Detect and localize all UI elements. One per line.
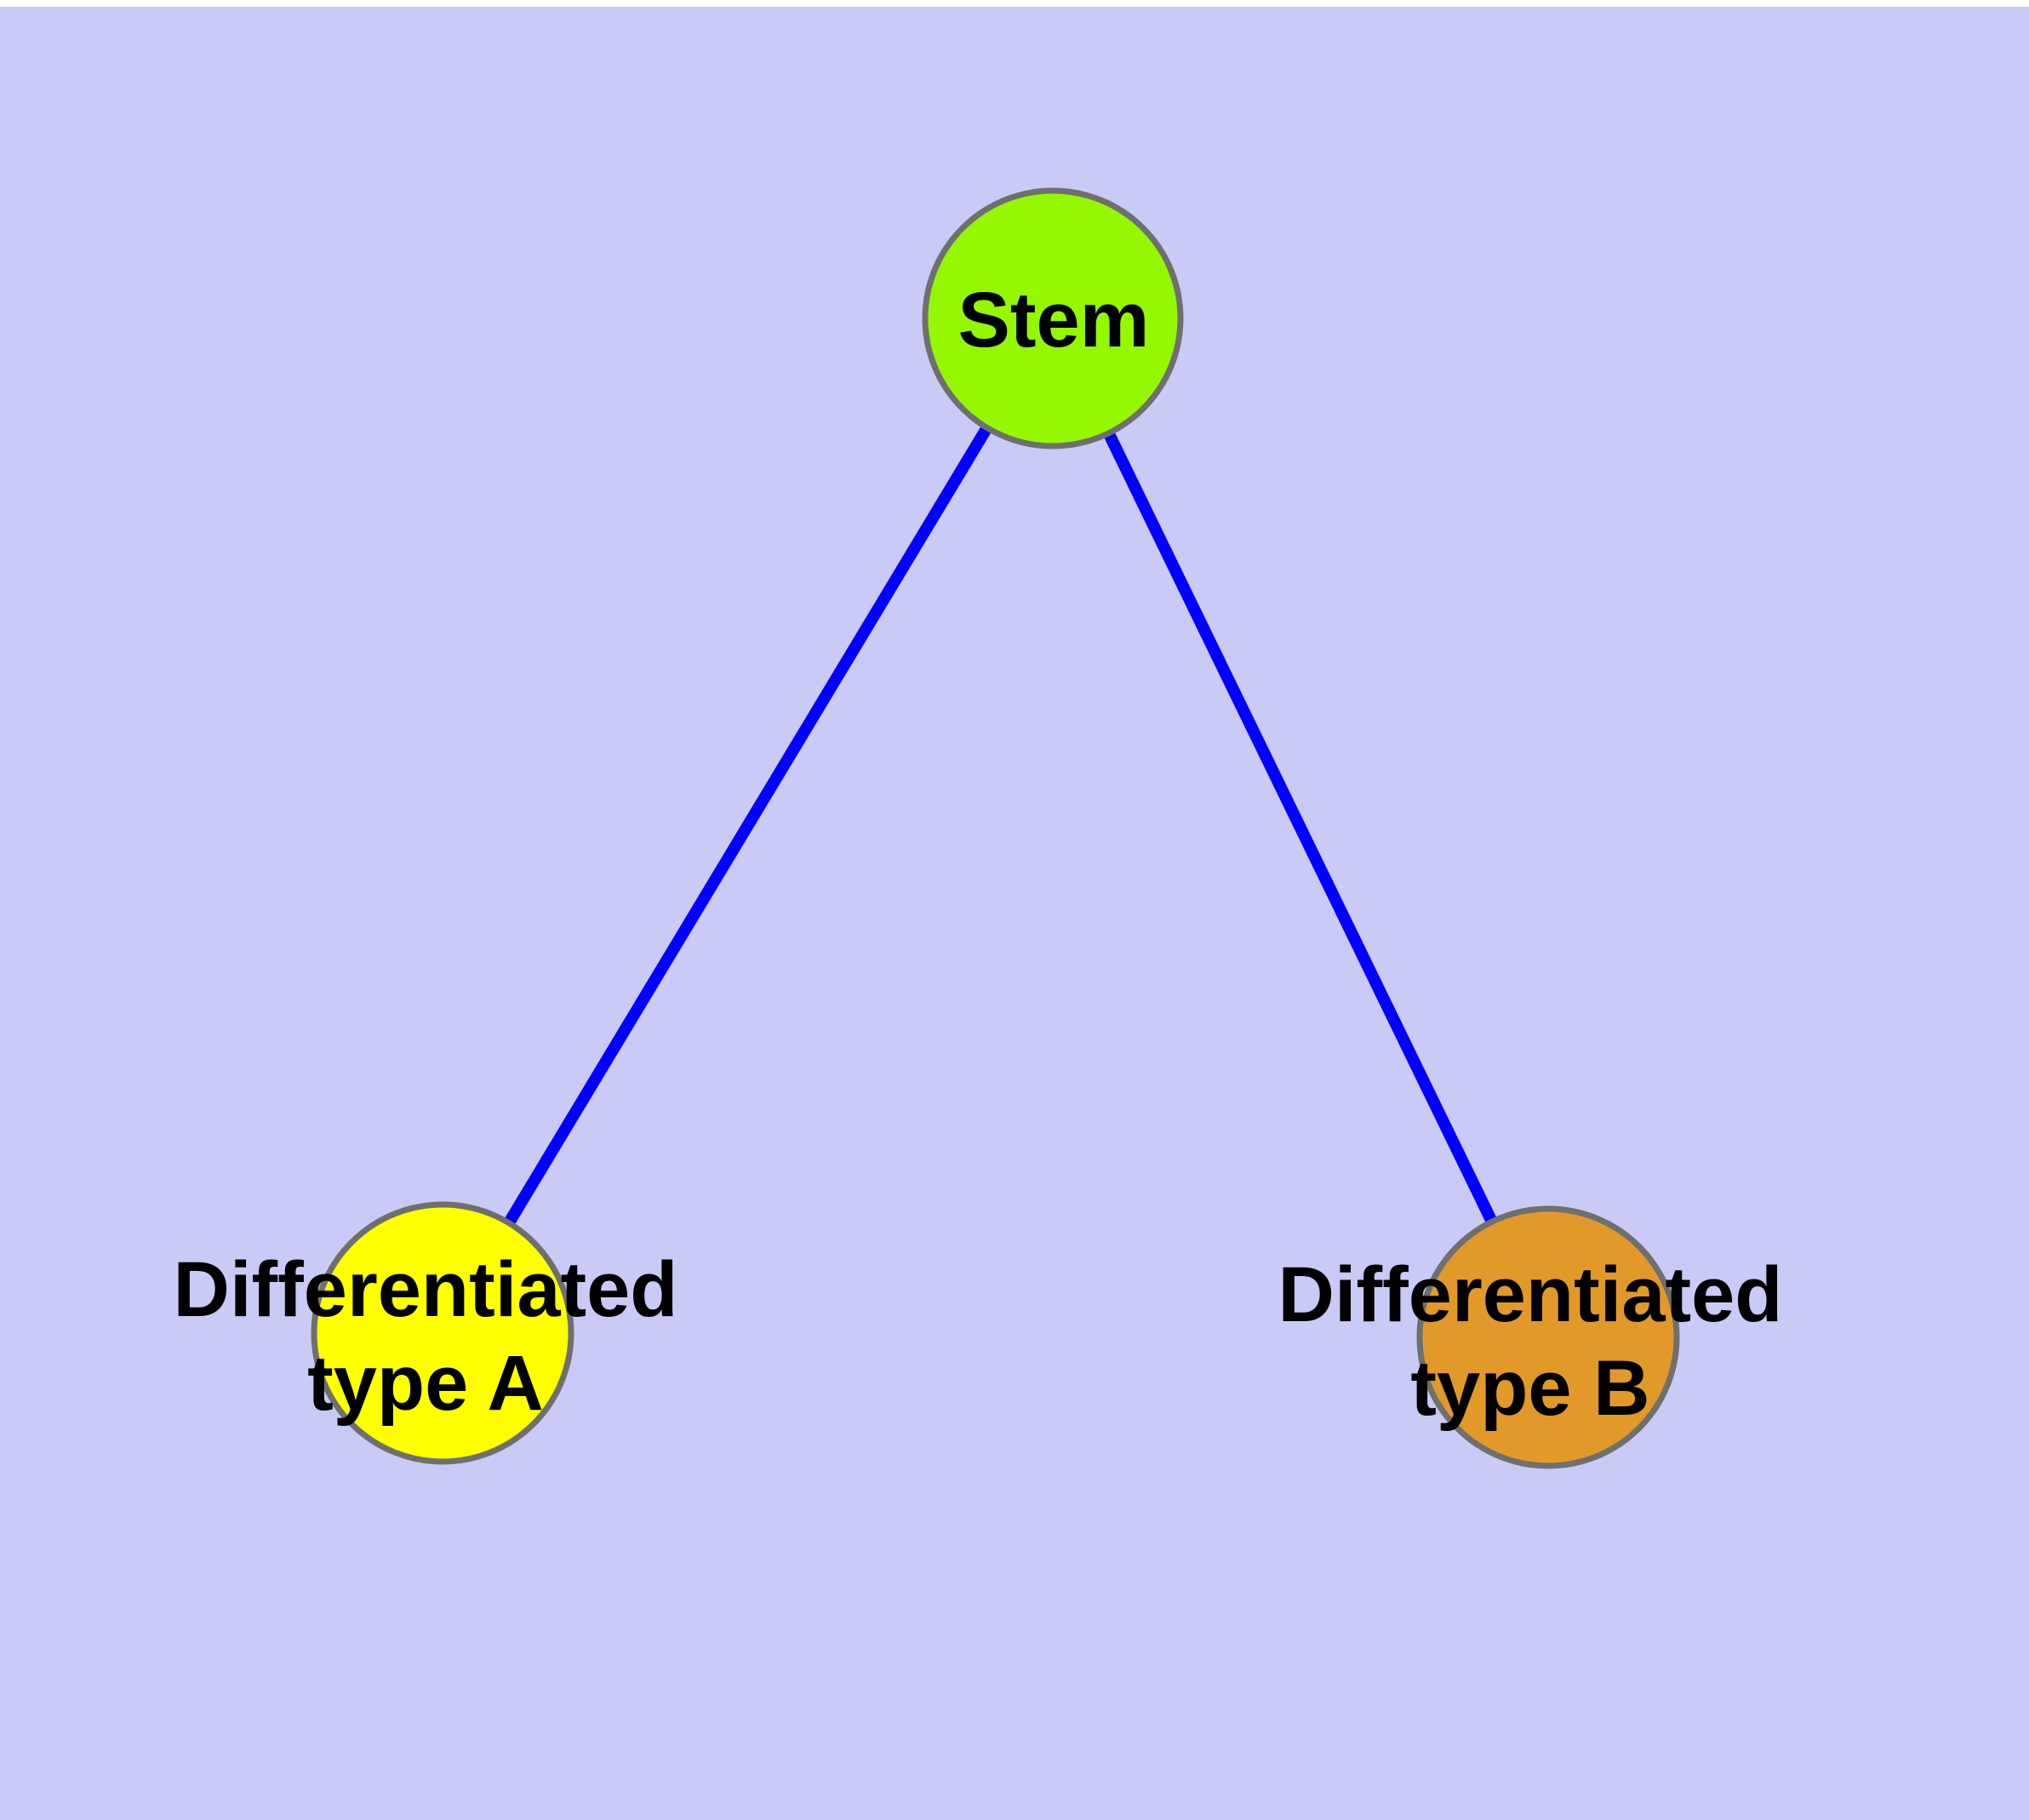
node-label-differentiated-type-b: Differentiated type B xyxy=(1277,1251,1783,1432)
node-stem xyxy=(922,187,1184,449)
node-differentiated-type-b xyxy=(1416,1205,1680,1469)
node-label-differentiated-type-a: Differentiated type A xyxy=(173,1246,678,1427)
edge-stem-to-type-b xyxy=(1047,315,1554,1341)
node-label-stem: Stem xyxy=(957,277,1150,363)
edge-stem-to-type-a xyxy=(437,315,1058,1336)
node-differentiated-type-a xyxy=(311,1201,574,1465)
